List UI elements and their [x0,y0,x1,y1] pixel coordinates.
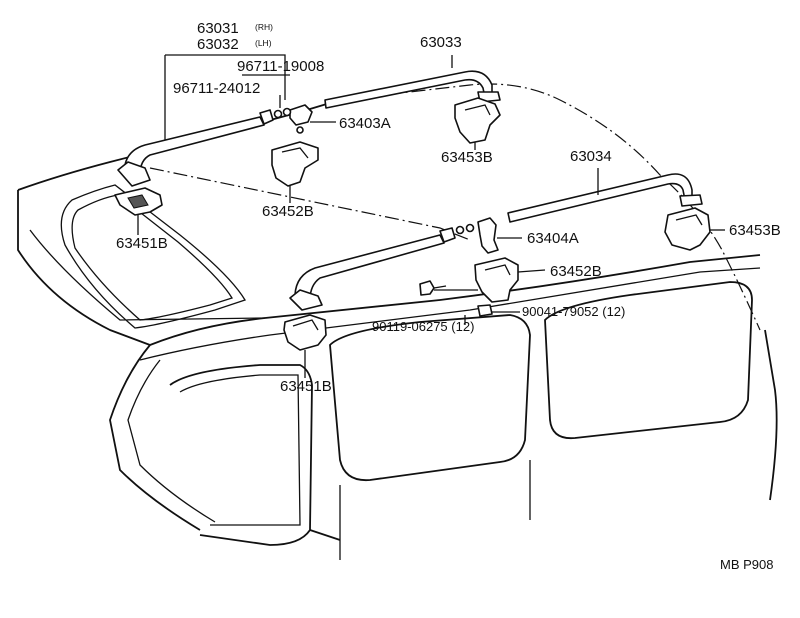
nut-90041[interactable] [477,304,493,317]
cover-63451b-bottom[interactable] [283,314,327,351]
label-63452b-left: 63452B [262,203,314,220]
bracket-63452b-left[interactable] [271,141,319,187]
bracket-63453b-right[interactable] [664,207,711,251]
label-63403a: 63403A [339,115,391,132]
cover-63451b-left[interactable] [114,187,163,216]
label-63034: 63034 [570,148,612,165]
label-63032: 63032 [197,36,239,53]
label-96711-19008: 96711-19008 [237,58,324,75]
label-90119: 90119-06275 (12) [372,319,474,334]
label-63453b-right: 63453B [729,222,781,239]
vehicle-body [17,83,778,560]
bracket-63403a[interactable] [289,104,313,134]
reference-code: MB P908 [720,557,773,572]
label-63032-side: (LH) [255,38,272,48]
front-roof-rail-rh[interactable] [117,109,274,187]
label-63453b-top: 63453B [441,149,493,166]
washers-96711[interactable] [273,107,292,119]
label-63404a: 63404A [527,230,579,247]
label-63451b-bottom: 63451B [280,378,332,395]
bracket-63453b-top[interactable] [454,97,501,144]
front-roof-rail-lh[interactable] [289,227,456,311]
label-63033: 63033 [420,34,462,51]
label-96711-24012: 96711-24012 [173,80,260,97]
bracket-63452b-right[interactable] [474,257,519,303]
label-63452b-right: 63452B [550,263,602,280]
label-63031-side: (RH) [255,22,273,32]
labels: 63031 (RH) 63032 (LH) 96711-19008 96711-… [116,20,781,572]
label-63031: 63031 [197,20,239,37]
label-90041: 90041-79052 (12) [522,304,625,319]
leader-lines [137,54,725,378]
washers-front-lh[interactable] [455,223,475,235]
rear-roof-rail-63034[interactable] [507,173,703,223]
screw-90119[interactable] [419,280,447,296]
label-63451b-left: 63451B [116,235,168,252]
bracket-63404a[interactable] [477,217,499,254]
